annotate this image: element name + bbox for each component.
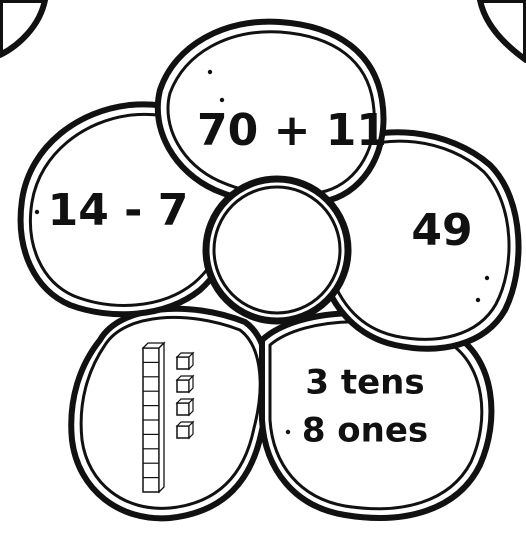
corner-petal-right bbox=[480, 0, 526, 60]
petal-bottom-left bbox=[71, 309, 268, 519]
ten-rod bbox=[143, 343, 164, 492]
one-cube-4 bbox=[177, 422, 193, 438]
one-cube-3 bbox=[177, 399, 193, 415]
petal-top-text: 70 + 11 bbox=[197, 105, 387, 156]
one-cube-2 bbox=[177, 376, 193, 392]
petal-right-text: 49 bbox=[411, 205, 472, 256]
corner-petal-left bbox=[0, 0, 45, 55]
flower-center bbox=[206, 179, 348, 321]
petal-bottom-right-line2: 8 ones bbox=[302, 411, 428, 451]
petal-bottom-right-line1: 3 tens bbox=[305, 363, 424, 403]
petal-left-text: 14 - 7 bbox=[48, 185, 189, 236]
one-cube-1 bbox=[177, 353, 193, 369]
